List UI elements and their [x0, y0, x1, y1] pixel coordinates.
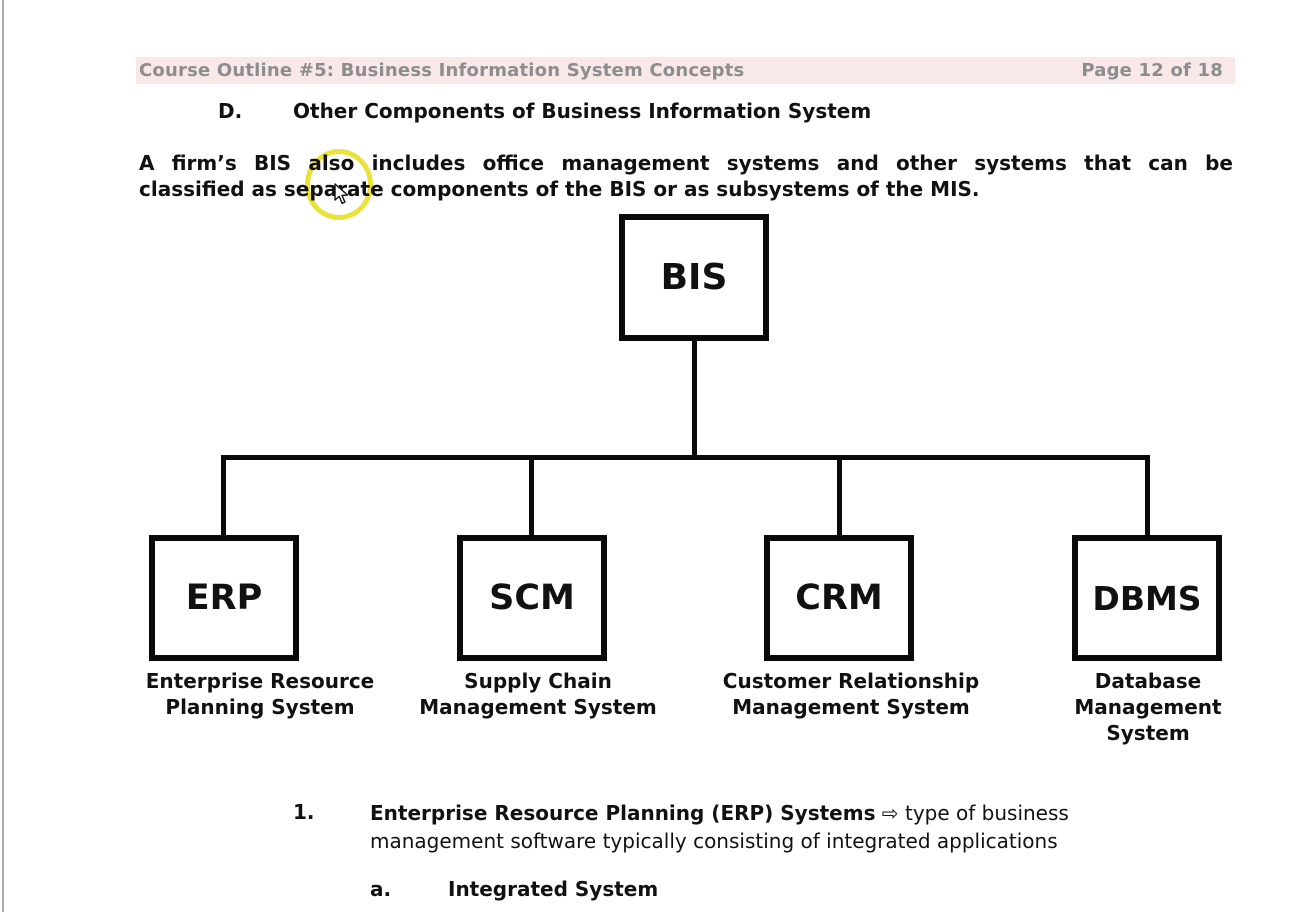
node-crm-acronym: CRM [795, 578, 883, 618]
connector-drop-dbms [1145, 455, 1150, 537]
list-item-1-line-2: management software typically consisting… [370, 829, 1058, 853]
diagram-node-scm: SCM [457, 535, 607, 661]
list-item-1-line-1: Enterprise Resource Planning (ERP) Syste… [370, 801, 1069, 825]
node-label-dbms: Database Management System [1074, 669, 1222, 745]
list-item-1a-letter: a. [370, 877, 392, 901]
connector-root-vertical [692, 340, 697, 456]
right-arrow-glyph: ⇨ [881, 801, 899, 825]
click-highlight-ring [305, 149, 373, 220]
diagram-node-bis: BIS [619, 214, 769, 341]
diagram-node-crm: CRM [764, 535, 914, 661]
connector-horizontal [221, 455, 1150, 460]
list-item-1a-label: Integrated System [448, 877, 659, 901]
connector-drop-crm [837, 455, 842, 537]
intro-line-2: classified as separate components of the… [139, 177, 980, 201]
connector-drop-scm [529, 455, 534, 537]
node-label-scm: Supply Chain Management System [419, 669, 657, 719]
diagram-node-erp: ERP [149, 535, 299, 661]
diagram-node-dbms: DBMS [1072, 535, 1222, 661]
node-dbms-acronym: DBMS [1092, 578, 1202, 618]
connector-drop-erp [221, 455, 226, 537]
intro-line-1: A firm’s BIS also includes office manage… [139, 151, 1233, 175]
page-edge-line [2, 0, 4, 912]
node-label-crm: Customer Relationship Management System [722, 669, 980, 719]
list-item-1: Enterprise Resource Planning (ERP) Syste… [370, 799, 1069, 855]
intro-paragraph: A firm’s BIS also includes office manage… [139, 150, 1233, 202]
section-letter: D. [218, 99, 243, 123]
section-title: Other Components of Business Information… [293, 99, 872, 123]
list-item-1a: a. Integrated System [370, 877, 658, 901]
list-item-1-number: 1. [293, 800, 315, 824]
header-title: Course Outline #5: Business Information … [139, 60, 745, 81]
header-page-indicator: Page 12 of 18 [1081, 60, 1223, 81]
node-erp-acronym: ERP [185, 578, 263, 618]
node-scm-acronym: SCM [489, 578, 575, 618]
node-bis-acronym: BIS [660, 257, 728, 298]
page-header: Course Outline #5: Business Information … [136, 57, 1235, 84]
arrow-cursor-icon [334, 183, 349, 204]
section-heading: D. Other Components of Business Informat… [218, 99, 871, 123]
node-label-erp: Enterprise Resource Planning System [145, 669, 375, 719]
